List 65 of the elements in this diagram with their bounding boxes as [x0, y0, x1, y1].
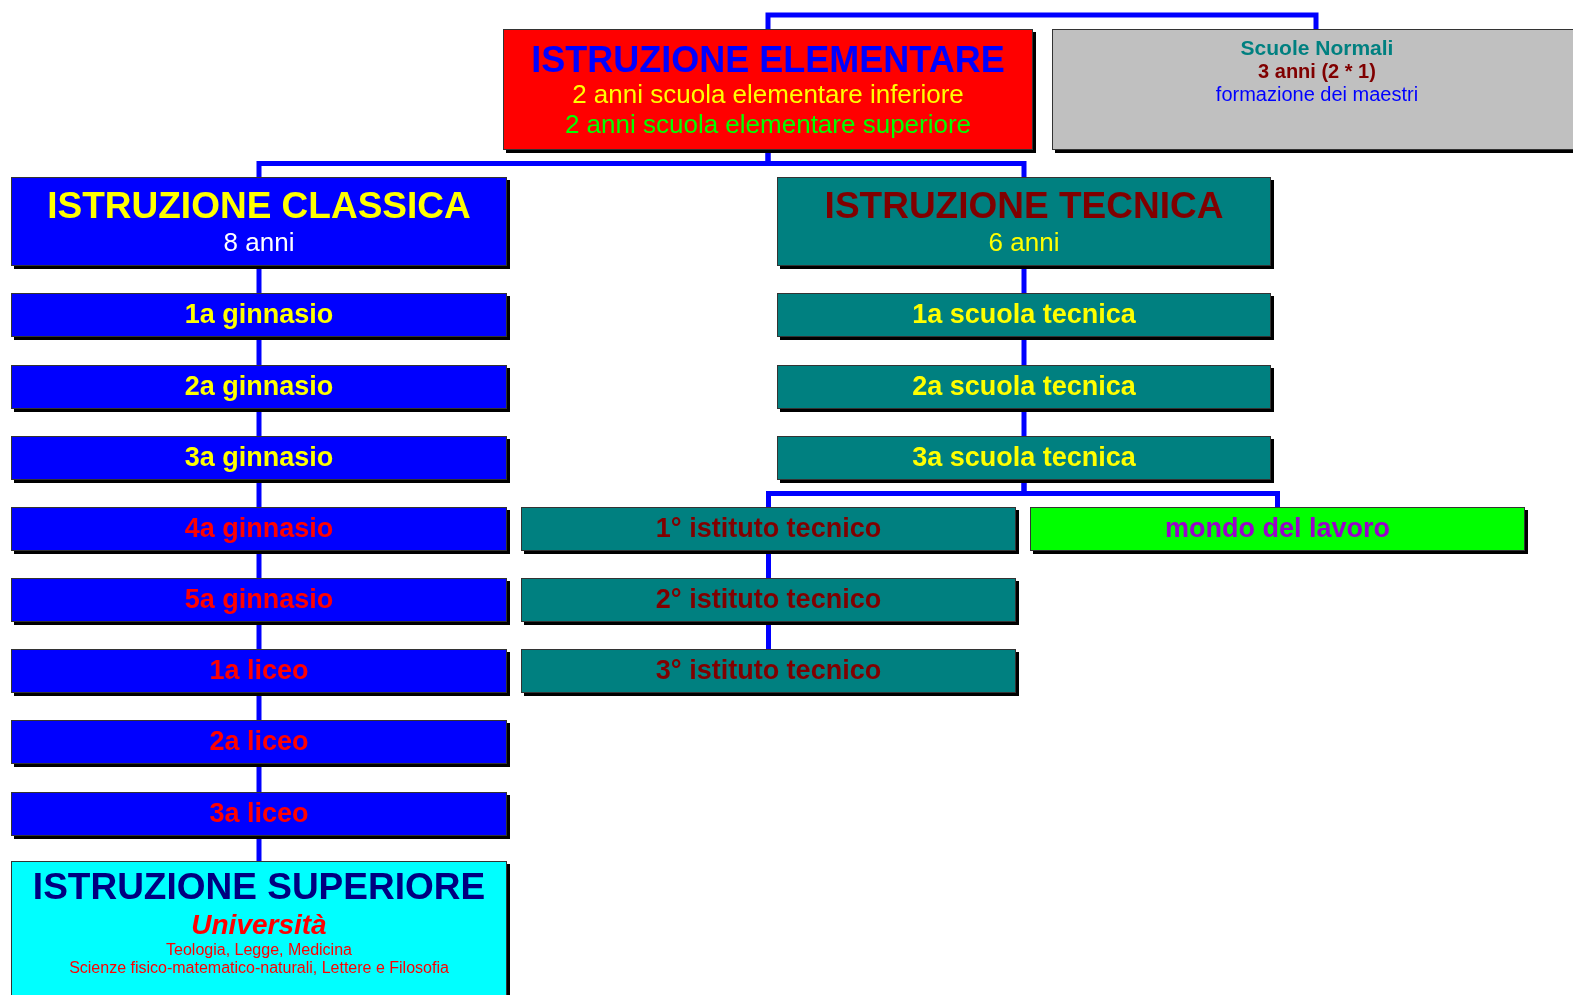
connector-line: [765, 12, 1319, 29]
detail-text: formazione dei maestri: [1215, 83, 1419, 107]
heading-text: 3a ginnasio: [184, 442, 334, 474]
heading-text: 3a liceo: [209, 798, 309, 830]
heading-text: 2° istituto tecnico: [655, 584, 882, 616]
subtitle-text: Università: [191, 908, 327, 941]
subtitle-text: 3 anni (2 * 1): [1258, 60, 1376, 84]
connector-line: [256, 409, 262, 436]
connector-line: [256, 551, 262, 578]
heading-text: 1a liceo: [209, 655, 309, 687]
level-box: [11, 578, 507, 622]
connector-line: [256, 480, 262, 507]
connector-line: [256, 764, 262, 792]
heading-text: 1° istituto tecnico: [655, 513, 882, 545]
connector-line: [765, 150, 1027, 177]
level-box: [11, 792, 507, 836]
connector-line: [256, 337, 262, 365]
subtitle-text: 8 anni: [223, 227, 295, 258]
level-box: [11, 436, 507, 480]
connector-line: [1021, 266, 1027, 293]
level-box: [521, 578, 1016, 622]
heading-text: Scuole Normali: [1240, 36, 1394, 61]
level-box: [11, 861, 507, 995]
level-box: [777, 436, 1271, 480]
level-box: [1030, 507, 1525, 551]
connector-line: [766, 622, 771, 649]
detail-text: 2 anni scuola elementare superiore: [564, 110, 972, 141]
heading-text: mondo del lavoro: [1165, 513, 1390, 545]
level-box: [11, 177, 507, 266]
connector-line: [256, 622, 262, 649]
heading-text: ISTRUZIONE ELEMENTARE: [531, 38, 1005, 81]
heading-text: 2a liceo: [209, 726, 309, 758]
heading-text: 4a ginnasio: [184, 513, 334, 545]
level-box: [11, 365, 507, 409]
heading-text: 1a ginnasio: [184, 299, 334, 331]
heading-text: 3° istituto tecnico: [655, 655, 882, 687]
connector-line: [766, 551, 771, 578]
heading-text: ISTRUZIONE SUPERIORE: [32, 866, 486, 909]
heading-text: ISTRUZIONE CLASSICA: [47, 185, 471, 228]
level-box: [777, 177, 1271, 266]
connector-line: [256, 693, 262, 720]
side-box: [1052, 29, 1573, 150]
detail-text: Scienze fisico-matematico-naturali, Lettere e Filosofia: [69, 959, 449, 978]
heading-text: ISTRUZIONE TECNICA: [824, 185, 1224, 228]
connector-line: [1021, 409, 1027, 436]
level-box: [11, 293, 507, 337]
level-box: [521, 507, 1016, 551]
connector-line: [256, 266, 262, 293]
connector-line: [1021, 337, 1027, 365]
heading-text: 3a scuola tecnica: [912, 442, 1136, 474]
level-box: [11, 507, 507, 551]
heading-text: 1a scuola tecnica: [912, 299, 1136, 331]
level-box: [521, 649, 1016, 693]
level-box: [11, 720, 507, 764]
subtitle-text: 6 anni: [988, 227, 1060, 258]
heading-text: 2a ginnasio: [184, 371, 334, 403]
connector-line: [256, 836, 262, 861]
level-box: [503, 29, 1033, 150]
level-box: [11, 649, 507, 693]
subtitle-text: 2 anni scuola elementare inferiore: [572, 80, 964, 111]
heading-text: 2a scuola tecnica: [912, 371, 1136, 403]
detail-text: Teologia, Legge, Medicina: [166, 940, 352, 960]
level-box: [777, 365, 1271, 409]
level-box: [777, 293, 1271, 337]
heading-text: 5a ginnasio: [184, 584, 334, 616]
